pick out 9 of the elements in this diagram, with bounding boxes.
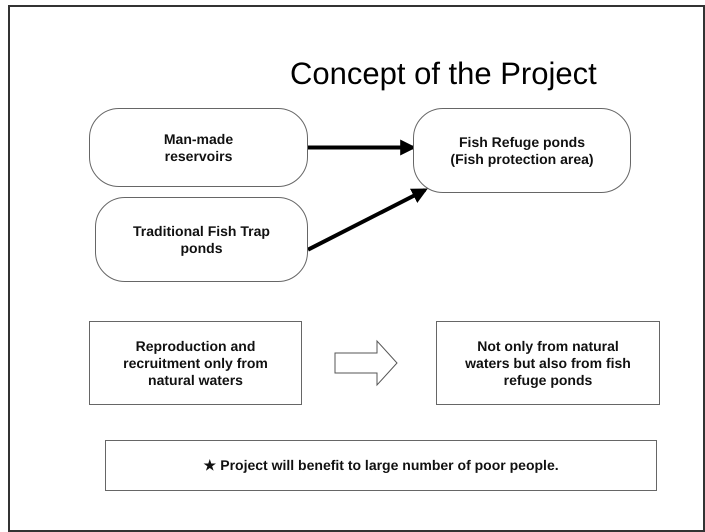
slide-title: Concept of the Project: [290, 56, 597, 92]
arrow: [307, 188, 428, 252]
text-box: Reproduction and recruitment only from natural waters: [89, 321, 302, 405]
text-box: Not only from natural waters but also from fish refuge ponds: [436, 321, 660, 405]
rounded-box: Traditional Fish Trap ponds: [95, 197, 308, 282]
block-arrow: [334, 340, 398, 386]
rounded-box: Man-made reservoirs: [89, 108, 308, 187]
rounded-box: Fish Refuge ponds (Fish protection area): [413, 108, 631, 193]
text-box: ★ Project will benefit to large number of poor people.: [105, 440, 657, 491]
